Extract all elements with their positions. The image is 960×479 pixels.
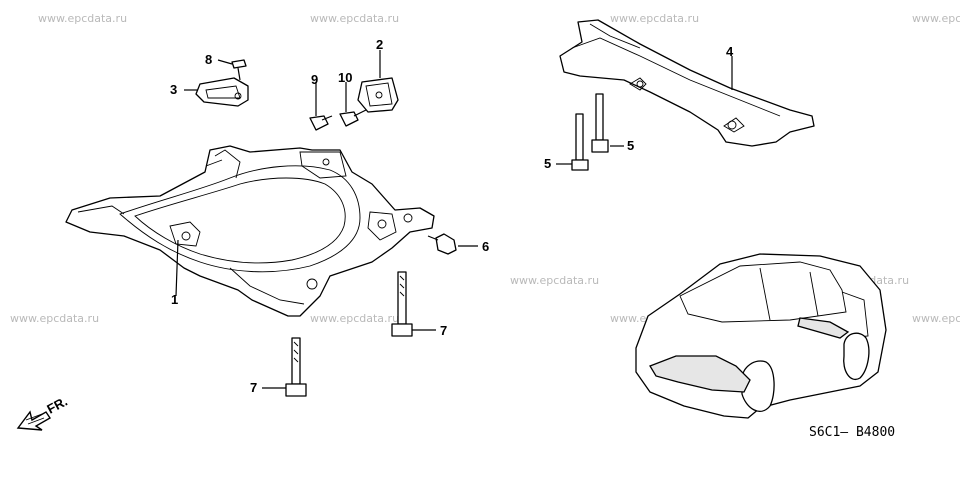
watermark: www.epcdata.ru <box>310 312 399 325</box>
callout-6: 6 <box>482 239 489 254</box>
part-bolt-7a <box>391 271 413 337</box>
part-bracket-3 <box>195 77 249 107</box>
part-bolt-5a <box>571 113 589 171</box>
callout-5b: 5 <box>627 138 634 153</box>
part-front-subframe <box>65 145 435 317</box>
part-bolt-10 <box>339 109 367 127</box>
callout-9: 9 <box>311 72 318 87</box>
part-bolt-7b <box>285 337 307 397</box>
diagram-code: S6C1— B4800 <box>809 425 895 440</box>
callout-5a: 5 <box>544 156 551 171</box>
watermark: www.epc <box>912 312 960 325</box>
watermark: www.epc <box>912 12 960 25</box>
callout-10: 10 <box>338 70 352 85</box>
watermark: www.epcdata.ru <box>510 274 599 287</box>
part-bolt-8 <box>231 59 247 81</box>
part-bolt-6 <box>427 233 457 255</box>
front-arrow-icon <box>16 410 51 431</box>
callouts: 1 2 3 4 5 5 6 7 7 8 9 10 <box>170 37 734 395</box>
callout-2: 2 <box>376 37 383 52</box>
front-arrow-label: FR. <box>44 394 70 417</box>
watermark: www.epcdata.ru <box>310 12 399 25</box>
callout-4: 4 <box>726 44 734 59</box>
watermark: www.epcdata.ru <box>10 312 99 325</box>
callout-1: 1 <box>171 292 178 307</box>
callout-7b: 7 <box>250 380 257 395</box>
callout-8: 8 <box>205 52 212 67</box>
leader-lines <box>175 50 733 389</box>
callout-3: 3 <box>170 82 177 97</box>
front-arrow: FR. <box>16 394 70 431</box>
callout-7a: 7 <box>440 323 447 338</box>
part-bolt-9 <box>309 115 333 131</box>
part-rear-beam <box>559 19 815 147</box>
watermark: www.epcdata.ru <box>610 12 699 25</box>
part-bolt-5b <box>591 93 609 153</box>
watermark: www.epcdata.ru <box>38 12 127 25</box>
part-bracket-2 <box>357 77 399 113</box>
vehicle-location-view <box>635 253 887 419</box>
